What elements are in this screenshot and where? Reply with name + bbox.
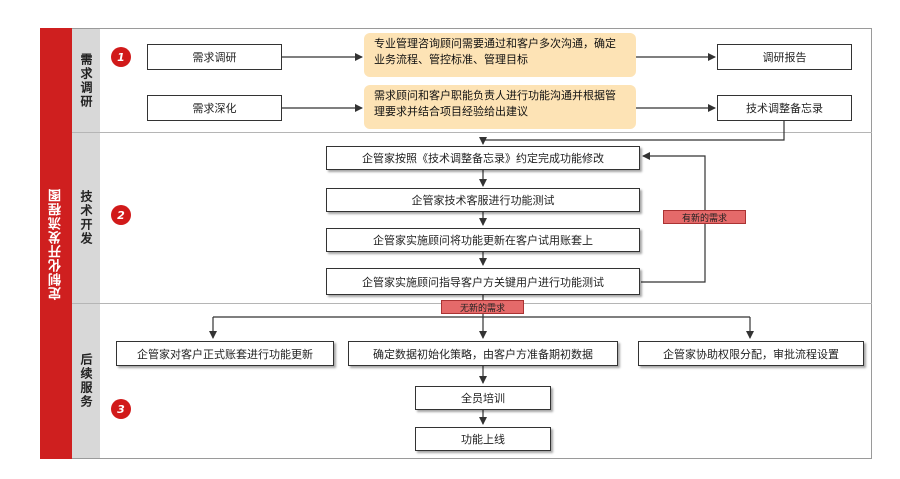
stage-number-badge: 3 xyxy=(111,399,131,419)
service-training: 全员培训 xyxy=(415,386,551,410)
deepen-box: 需求深化 xyxy=(147,95,282,121)
memo-box: 技术调整备忘录 xyxy=(717,95,852,121)
dev-step-modify: 企管家按照《技术调整备忘录》约定完成功能修改 xyxy=(326,146,640,170)
service-data-init: 确定数据初始化策略，由客户方准备期初数据 xyxy=(348,341,618,366)
requirement-note: 需求顾问和客户职能负责人进行功能沟通并根据管理要求并结合项目经验给出建议 xyxy=(364,85,636,129)
dev-step-user-test: 企管家实施顾问指导客户方关键用户进行功能测试 xyxy=(326,268,640,295)
stage-label-development: 技术开发 xyxy=(72,133,100,303)
report-box: 调研报告 xyxy=(717,44,852,70)
dev-step-tech-test: 企管家技术客服进行功能测试 xyxy=(326,188,640,212)
dev-step-trial-update: 企管家实施顾问将功能更新在客户试用账套上 xyxy=(326,228,640,252)
new-requirement-tag: 有新的需求 xyxy=(663,210,746,224)
service-formal-update: 企管家对客户正式账套进行功能更新 xyxy=(116,341,334,366)
stage-divider xyxy=(72,132,872,133)
arrow xyxy=(479,121,785,145)
stage-label-service: 后续服务 xyxy=(72,304,100,458)
survey-box: 需求调研 xyxy=(147,44,282,70)
stage-number-badge: 1 xyxy=(111,47,131,67)
no-new-requirement-tag: 无新的需求 xyxy=(441,300,524,314)
service-permissions: 企管家协助权限分配，审批流程设置 xyxy=(638,341,864,366)
stage-number-badge: 2 xyxy=(111,205,131,225)
stage-label-research: 需求调研 xyxy=(72,29,100,132)
service-go-live: 功能上线 xyxy=(415,427,551,451)
consultant-note: 专业管理咨询顾问需要通过和客户多次沟通，确定业务流程、管控标准、管理目标 xyxy=(364,33,636,77)
title-strip xyxy=(40,28,72,459)
